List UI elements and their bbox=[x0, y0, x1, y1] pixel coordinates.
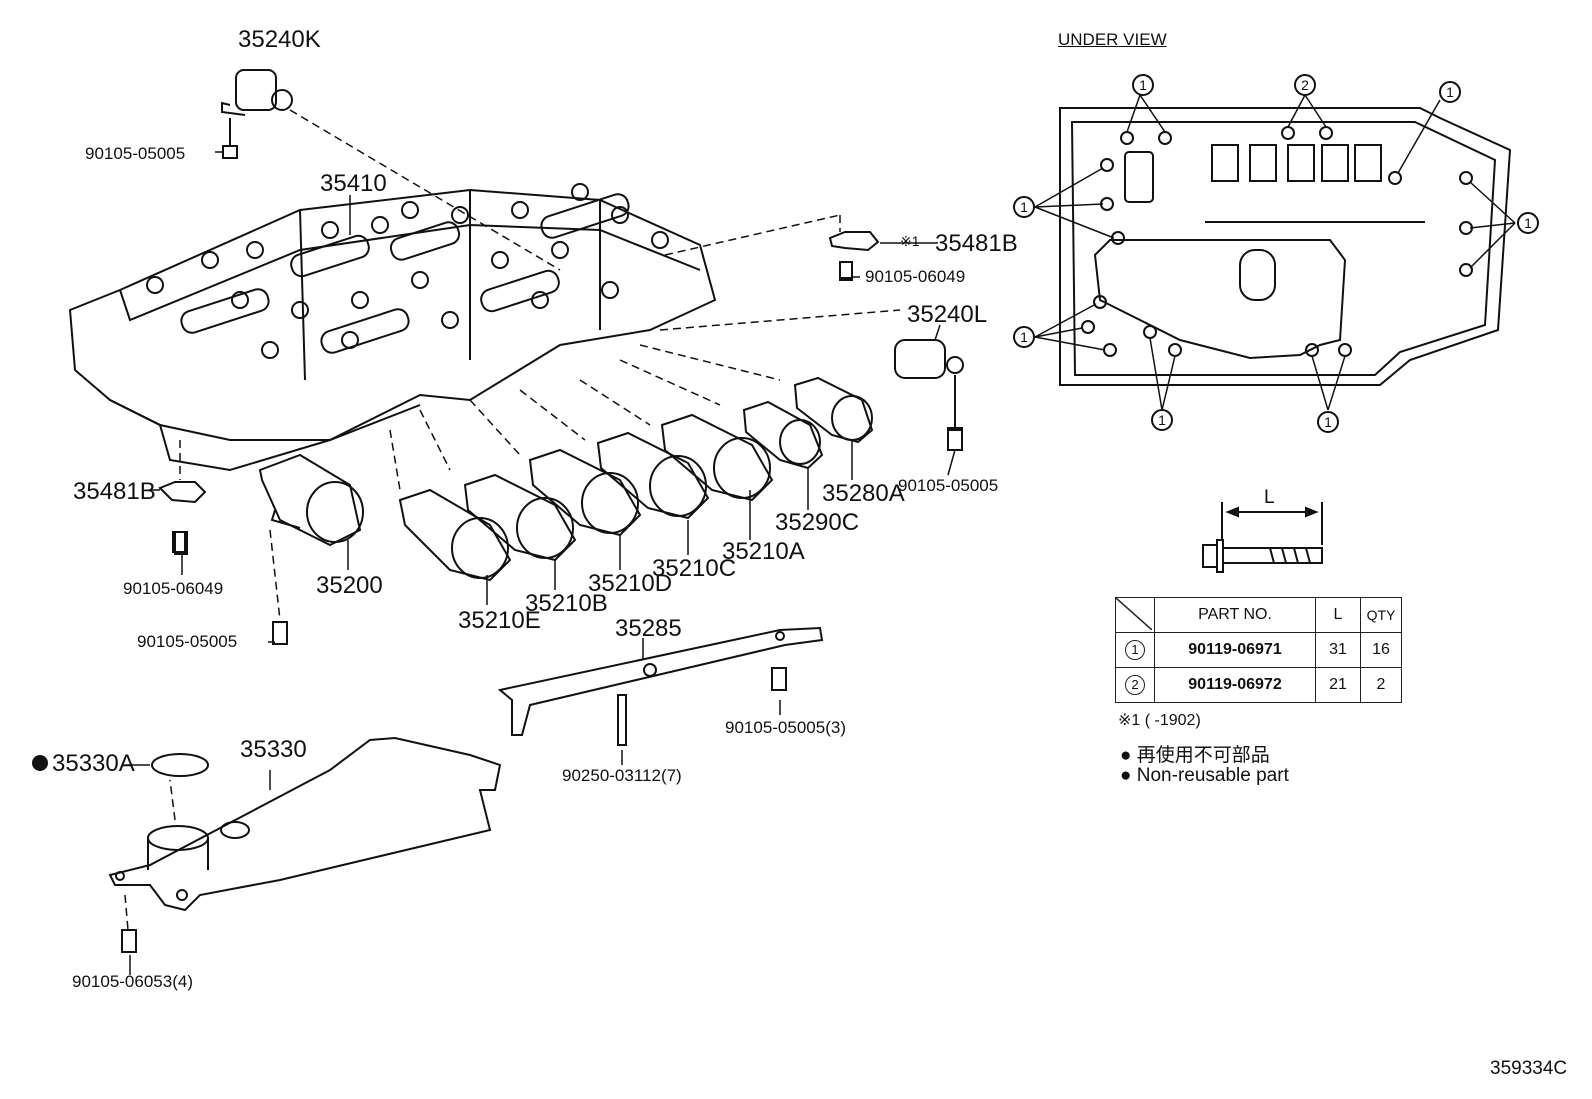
label-bolt-90105-05005-left: 90105-05005 bbox=[137, 632, 238, 651]
label-35210C: 35210C bbox=[652, 555, 737, 582]
header-l: L bbox=[1315, 597, 1361, 633]
solenoid-35240L bbox=[894, 339, 964, 451]
label-35410: 35410 bbox=[320, 170, 387, 197]
row-qty: 2 bbox=[1360, 667, 1402, 703]
table-header-row: PART NO. L QTY bbox=[1115, 597, 1402, 633]
under-view-plate bbox=[1013, 74, 1539, 433]
ref-circle-icon: 2 bbox=[1125, 675, 1145, 695]
table-row: 2 90119-06972 21 2 bbox=[1115, 667, 1402, 703]
solenoid-35240K bbox=[221, 69, 293, 159]
header-part-no: PART NO. bbox=[1154, 597, 1316, 633]
legend-bullet-icon: ● bbox=[1120, 745, 1132, 766]
row-part-no: 90119-06972 bbox=[1154, 667, 1316, 703]
table-row: 1 90119-06971 31 16 bbox=[1115, 632, 1402, 668]
label-bolt-90105-06053-4: 90105-06053(4) bbox=[72, 972, 193, 991]
row-ref-cell: 1 bbox=[1115, 632, 1155, 668]
label-35240K: 35240K bbox=[238, 26, 321, 53]
row-ref-cell: 2 bbox=[1115, 667, 1155, 703]
uv-callout-1c: 1 bbox=[1020, 199, 1028, 215]
o-ring-35330A bbox=[151, 753, 209, 777]
uv-callout-1a: 1 bbox=[1139, 77, 1147, 93]
label-35290C: 35290C bbox=[775, 509, 860, 536]
diagonal-icon bbox=[1116, 598, 1152, 630]
legend-item-en: ● Non-reusable part bbox=[1120, 765, 1289, 787]
under-view-callout-numbers: 1 2 1 1 1 1 1 1 bbox=[1020, 77, 1532, 430]
solenoid-35210C bbox=[596, 431, 710, 520]
header-qty: QTY bbox=[1360, 597, 1402, 633]
uv-callout-1e: 1 bbox=[1020, 329, 1028, 345]
solenoid-35210B bbox=[463, 473, 577, 562]
uv-callout-2: 2 bbox=[1301, 77, 1309, 93]
under-view-title: UNDER VIEW bbox=[1058, 30, 1167, 49]
valve-body-35410 bbox=[68, 183, 717, 472]
label-35285: 35285 bbox=[615, 615, 682, 642]
uv-callout-1f: 1 bbox=[1158, 412, 1166, 428]
ref-circle-icon: 1 bbox=[1125, 640, 1145, 660]
uv-callout-1g: 1 bbox=[1324, 414, 1332, 430]
bolt-parts-table: PART NO. L QTY 1 90119-06971 31 16 2 901… bbox=[1115, 597, 1402, 703]
label-35280A: 35280A bbox=[822, 480, 905, 507]
label-35210B: 35210B bbox=[525, 590, 608, 617]
solenoid-35210A bbox=[660, 413, 774, 502]
label-bolt-90105-05005-right: 90105-05005 bbox=[898, 476, 999, 495]
uv-callout-1b: 1 bbox=[1446, 84, 1454, 100]
row-qty: 16 bbox=[1360, 632, 1402, 668]
label-35330: 35330 bbox=[240, 736, 307, 763]
label-bolt-90105-06049-right: 90105-06049 bbox=[865, 267, 966, 286]
solenoid-35210D bbox=[528, 448, 642, 537]
label-35210A: 35210A bbox=[722, 538, 805, 565]
under-view-callout-lines bbox=[1034, 94, 1516, 411]
sensor-35481B-left bbox=[158, 481, 207, 553]
label-35330A: 35330A bbox=[52, 750, 135, 777]
label-35210D: 35210D bbox=[588, 570, 673, 597]
leader-lines bbox=[125, 151, 956, 975]
legend-item-jp: ● 再使用不可部品 bbox=[1120, 740, 1270, 767]
solenoid-35280A bbox=[793, 376, 874, 444]
legend-text-jp: 再使用不可部品 bbox=[1136, 745, 1270, 766]
solenoid-35290C bbox=[742, 400, 824, 470]
dashed-leaders bbox=[124, 109, 901, 931]
label-35210E: 35210E bbox=[458, 607, 541, 634]
bolt-icons bbox=[121, 261, 963, 953]
bolt-dimension-drawing bbox=[1202, 502, 1323, 573]
legend-text-en: Non-reusable part bbox=[1136, 765, 1289, 786]
valve-spools bbox=[180, 193, 630, 354]
bracket-35285 bbox=[497, 626, 824, 736]
uv-callout-1d: 1 bbox=[1524, 215, 1532, 231]
label-bolt-90105-06049-left: 90105-06049 bbox=[123, 579, 224, 598]
oil-strainer-35330 bbox=[108, 736, 502, 912]
row-l: 21 bbox=[1315, 667, 1361, 703]
label-35481B-right: 35481B bbox=[935, 230, 1018, 257]
bolt-length-label: L bbox=[1264, 487, 1275, 508]
label-bolt-90105-05005-3: 90105-05005(3) bbox=[725, 718, 846, 737]
label-35200: 35200 bbox=[316, 572, 383, 599]
valve-body-bosses bbox=[146, 183, 669, 359]
non-reusable-bullet bbox=[32, 755, 48, 771]
solenoid-35210E bbox=[398, 488, 512, 582]
legend-bullet-icon: ● bbox=[1120, 765, 1132, 786]
under-view-callout-circles bbox=[1013, 74, 1539, 433]
label-bolt-90250-03112-7: 90250-03112(7) bbox=[562, 766, 682, 785]
label-mark1: ※1 bbox=[900, 233, 920, 249]
row-part-no: 90119-06971 bbox=[1154, 632, 1316, 668]
label-bolt-90105-05005-top: 90105-05005 bbox=[85, 144, 186, 163]
label-35240L: 35240L bbox=[907, 301, 988, 328]
table-corner-cell bbox=[1115, 597, 1155, 633]
footnote: ※1 ( -1902) bbox=[1118, 712, 1201, 729]
solenoid-35200 bbox=[258, 453, 364, 547]
diagram-code: 359334C bbox=[1490, 1058, 1568, 1079]
label-35481B-left: 35481B bbox=[73, 478, 156, 505]
row-l: 31 bbox=[1315, 632, 1361, 668]
